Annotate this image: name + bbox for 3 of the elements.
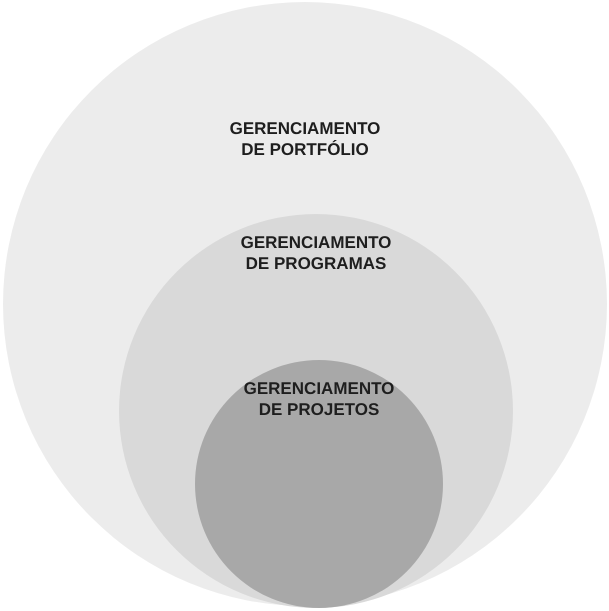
circle-label: GERENCIAMENTO DE PROJETOS [242,378,396,420]
circle-label: GERENCIAMENTO DE PROGRAMAS [240,232,392,274]
circle-label: GERENCIAMENTO DE PORTFÓLIO [228,118,382,160]
